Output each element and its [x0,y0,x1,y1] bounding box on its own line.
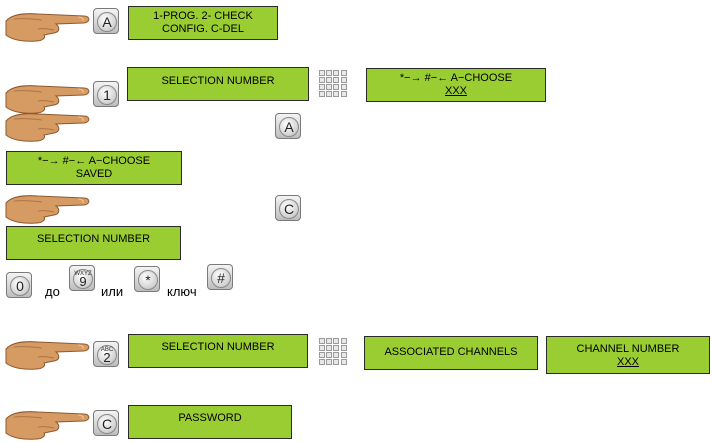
key-0-label: 0 [10,276,30,296]
screen-channel-number-line1: CHANNEL NUMBER [576,343,680,355]
screen-selection-number: SELECTION NUMBER [128,334,308,368]
screen-choose-xxx: *−→ #−← A−CHOOSE XXX [366,68,546,102]
pointing-hand-icon [4,405,92,441]
key-star-label: * [138,270,158,290]
key-9-label: 9 [79,274,87,289]
key-2-face: ABC 2 [97,345,117,365]
keypad-icon [319,338,349,365]
screen-menu: 1-PROG. 2- CHECK CONFIG. C-DEL [128,6,278,40]
screen-selection-number-text: SELECTION NUMBER [161,75,275,87]
screen-selection-number: SELECTION NUMBER [6,226,181,260]
screen-choose-saved: *−→ #−← A−CHOOSE SAVED [6,151,182,185]
key-9[interactable]: WXYZ 9 [69,265,95,291]
screen-menu-line2: CONFIG. C-DEL [162,23,244,35]
screen-selection-number-text: SELECTION NUMBER [161,341,275,353]
pointing-hand-icon [4,7,92,43]
key-c-label: C [97,414,117,434]
key-0[interactable]: 0 [6,272,32,298]
screen-channel-number: CHANNEL NUMBER XXX [546,336,710,374]
screen-choose-saved-line1: *−→ #−← A−CHOOSE [37,155,151,167]
key-c[interactable]: C [275,195,301,221]
word-to: до [45,284,60,299]
key-9-face: WXYZ 9 [73,269,93,289]
key-1-label: 1 [97,85,117,105]
key-1[interactable]: 1 [93,81,119,107]
pointing-hand-icon [4,335,92,371]
key-9-letters: WXYZ [74,271,92,277]
key-2-label: 2 [103,350,111,365]
screen-password-text: PASSWORD [178,412,242,424]
key-a-label: A [279,117,299,137]
key-hash-label: # [211,268,231,288]
screen-associated-channels: ASSOCIATED CHANNELS [364,336,538,370]
screen-choose-xxx-line1: *−→ #−← A−CHOOSE [399,72,513,84]
key-hash[interactable]: # [207,264,233,290]
keypad-icon [319,70,349,97]
word-key: ключ [167,284,197,299]
screen-channel-number-line2: XXX [616,356,639,368]
word-or: или [101,284,124,299]
key-2[interactable]: ABC 2 [93,341,119,367]
key-a[interactable]: A [275,113,301,139]
screen-password: PASSWORD [128,405,292,439]
key-2-letters: ABC [100,347,114,353]
screen-selection-number-text: SELECTION NUMBER [36,233,151,245]
pointing-hand-icon [4,189,92,225]
pointing-hand-icon [4,107,92,143]
screen-selection-number: SELECTION NUMBER [127,67,309,101]
key-c-label: C [279,199,299,219]
key-c[interactable]: C [93,410,119,436]
key-a[interactable]: A [93,8,119,34]
screen-choose-saved-line2: SAVED [75,168,113,180]
key-star[interactable]: * [134,266,160,292]
screen-choose-xxx-line2: XXX [444,85,467,97]
key-a-label: A [97,12,117,32]
screen-menu-line1: 1-PROG. 2- CHECK [153,10,253,22]
screen-associated-channels-text: ASSOCIATED CHANNELS [384,346,518,358]
